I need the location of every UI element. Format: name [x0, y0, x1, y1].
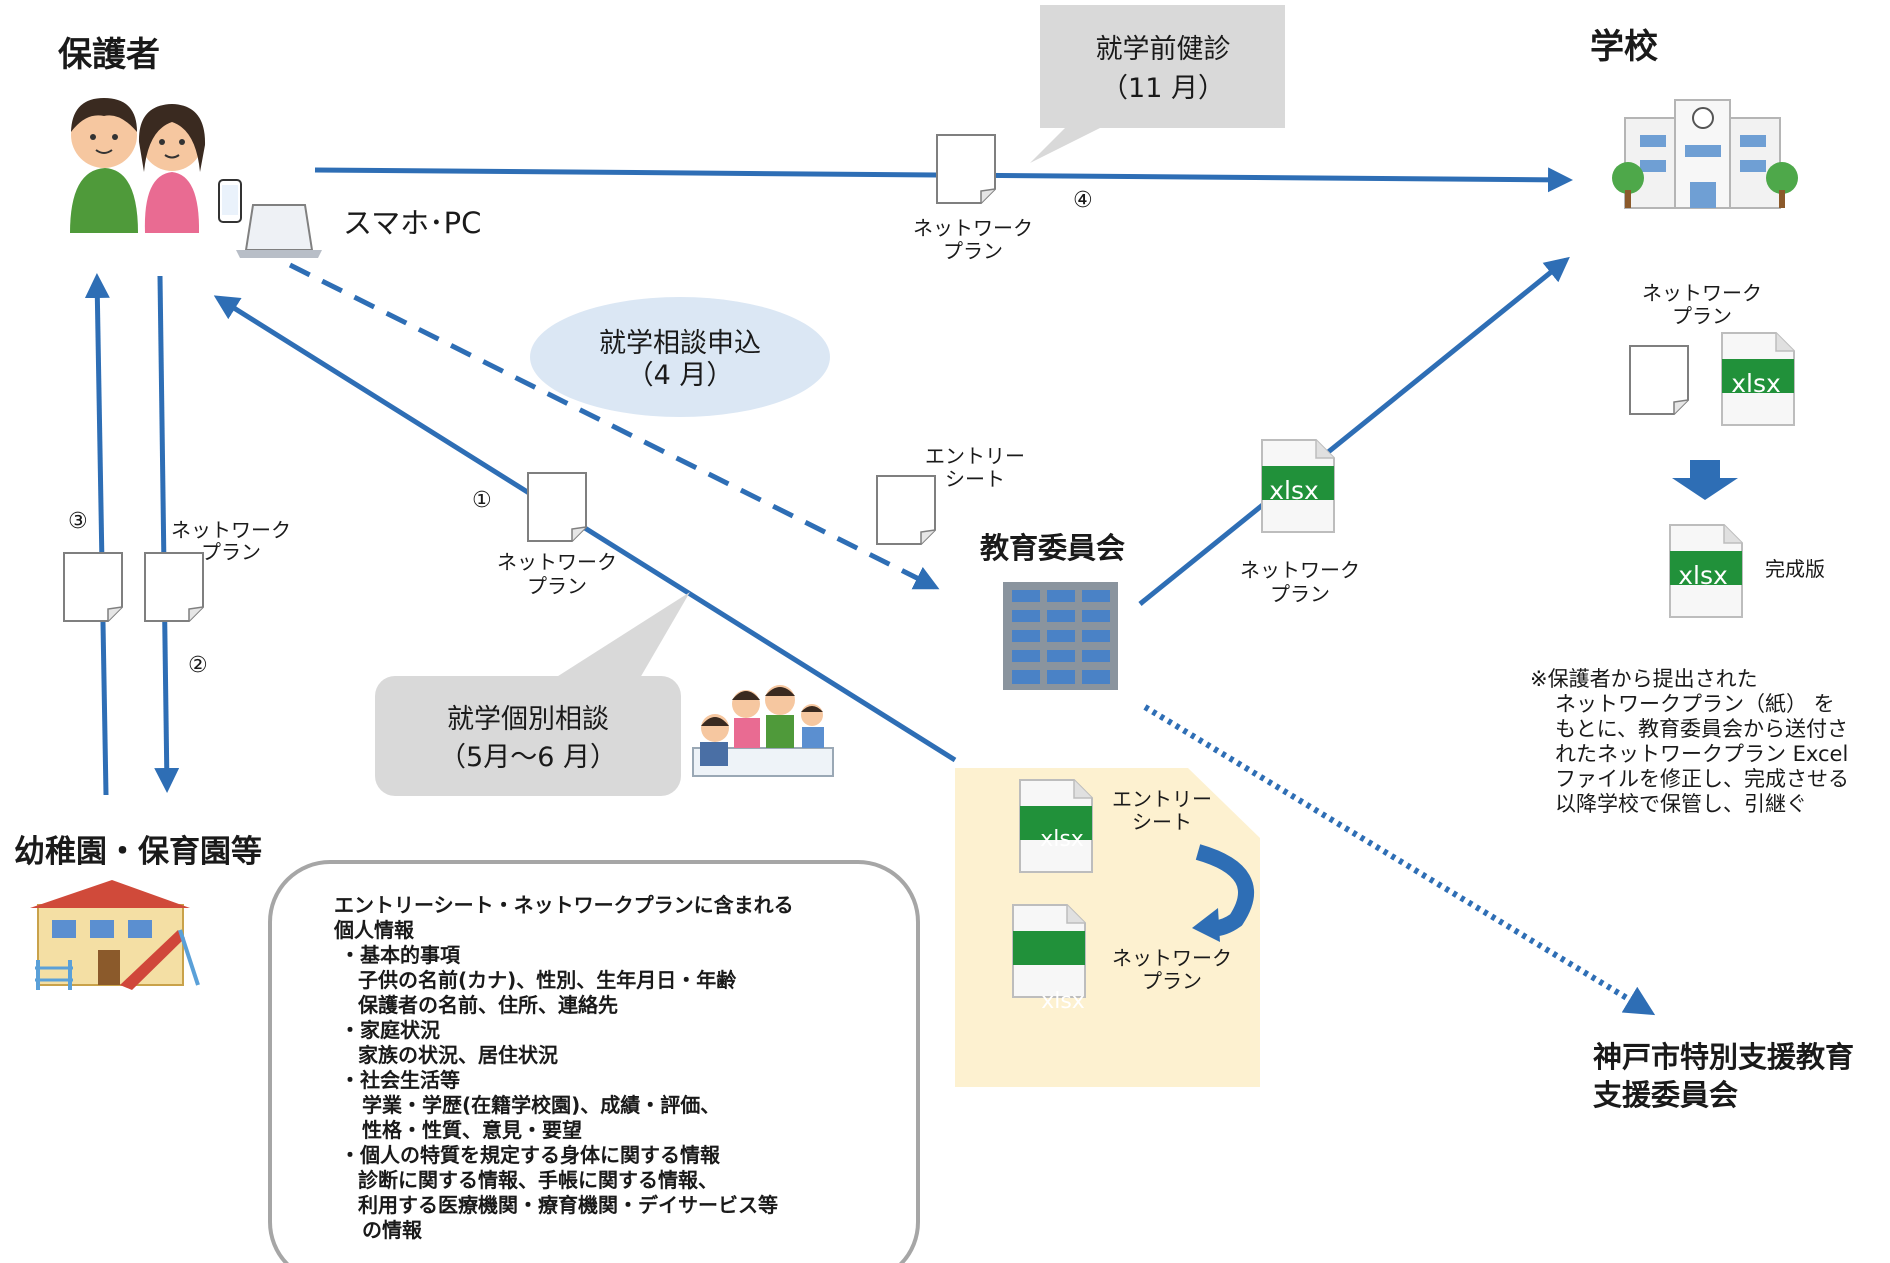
arrow-guardian-to-board-dashed	[288, 262, 940, 590]
network-plan-label-mid-2: プラン	[527, 574, 587, 598]
school-note-line: ファイルを修正し、完成させる	[1555, 767, 1849, 791]
application-month: （4 月）	[627, 360, 734, 391]
xlsx-file-icon: xlsx	[1669, 524, 1743, 618]
board-title: 教育委員会	[980, 531, 1125, 565]
application-ellipse: 就学相談申込 （4 月）	[530, 297, 830, 417]
info-line: ・家庭状況	[340, 1018, 440, 1042]
network-plan-label-school: ネットワーク	[1642, 281, 1762, 305]
info-line: 家族の状況、居住状況	[358, 1043, 558, 1067]
down-arrow-icon	[1672, 460, 1738, 500]
kindergarten-title: 幼稚園・保育園等	[14, 834, 262, 870]
network-plan-label-left-2: プラン	[201, 540, 261, 564]
arrow-kindergarten-to-guardian	[84, 273, 110, 796]
entry-sheet-label-panel-2: シート	[1132, 810, 1192, 834]
step-3-label: ③	[68, 509, 88, 534]
info-line: 利用する医療機関・療育機関・デイサービス等	[358, 1193, 778, 1217]
network-plan-label-top: ネットワーク	[913, 216, 1033, 240]
xlsx-file-icon: xlsx	[1721, 332, 1795, 426]
school-note-line: ネットワークプラン（紙） を	[1555, 692, 1835, 716]
xlsx-label: xlsx	[1040, 827, 1084, 852]
school-note-line: 以降学校で保管し、引継ぐ	[1555, 792, 1807, 816]
school-note-line: もとに、教育委員会から送付さ	[1555, 717, 1848, 741]
support-committee-title-2: 支援委員会	[1593, 1078, 1738, 1112]
consultation-illustration	[692, 685, 834, 777]
xlsx-label: xlsx	[1731, 369, 1781, 398]
health-check-month: （11 月）	[1101, 73, 1225, 104]
network-plan-label-mid: ネットワーク	[497, 550, 617, 574]
info-line: ・個人の特質を規定する身体に関する情報	[340, 1143, 721, 1167]
network-plan-label-panel: ネットワーク	[1112, 946, 1232, 970]
school-title: 学校	[1590, 27, 1658, 67]
info-line: ・基本的事項	[340, 943, 461, 967]
curved-arrow-icon	[1192, 844, 1254, 942]
step-2-label: ②	[188, 653, 208, 678]
network-plan-label-right: ネットワーク	[1240, 558, 1360, 582]
info-line: エントリーシート・ネットワークプランに含まれる	[334, 893, 794, 917]
document-icon	[936, 134, 996, 204]
support-committee-title: 神戸市特別支援教育	[1593, 1040, 1854, 1074]
network-plan-label-right-2: プラン	[1270, 582, 1330, 606]
info-line: 性格・性質、意見・要望	[362, 1118, 582, 1142]
info-line: の情報	[362, 1218, 423, 1242]
device-label: スマホ･PC	[343, 206, 481, 240]
school-note: ※保護者から提出された ネットワークプラン（紙） を もとに、教育委員会から送付…	[1530, 667, 1849, 816]
consultation-title: 就学個別相談	[447, 704, 609, 735]
document-icon	[876, 475, 936, 545]
consultation-callout: 就学個別相談 （5月～6 月）	[375, 592, 690, 796]
health-check-callout: 就学前健診 （11 月）	[1030, 5, 1285, 163]
network-plan-label-top-2: プラン	[943, 239, 1003, 263]
info-line: ・社会生活等	[340, 1068, 460, 1092]
arrow-board-to-school	[1138, 256, 1570, 606]
xlsx-file-icon: xlsx	[1019, 779, 1093, 873]
final-version-label: 完成版	[1765, 557, 1825, 581]
info-line: 保護者の名前、住所、連絡先	[357, 993, 618, 1017]
info-line: 診断に関する情報、手帳に関する情報、	[358, 1168, 718, 1192]
xlsx-label: xlsx	[1678, 561, 1728, 590]
arrow-guardian-to-kindergarten	[154, 275, 180, 793]
step-1-label: ①	[472, 488, 492, 513]
kindergarten-icon	[30, 880, 200, 990]
smartphone-icon	[218, 179, 242, 223]
network-plan-label-school-2: プラン	[1672, 304, 1732, 328]
xlsx-file-icon: xlsx	[1261, 439, 1335, 533]
xlsx-label: xlsx	[1041, 989, 1085, 1014]
network-plan-label-left: ネットワーク	[171, 518, 291, 542]
parents-illustration	[70, 98, 206, 233]
guardian-title: 保護者	[58, 35, 160, 75]
document-icon	[1629, 345, 1689, 415]
info-line: 個人情報	[333, 918, 415, 942]
laptop-icon	[236, 204, 322, 258]
info-line: 学業・学歴(在籍学校園)、成績・評価、	[362, 1093, 720, 1117]
document-icon	[144, 552, 204, 622]
school-building-icon	[1612, 99, 1798, 209]
application-title: 就学相談申込	[599, 328, 761, 359]
files-sent-panel: xlsx エントリー シート xlsx ネットワーク プラン	[955, 768, 1260, 1087]
health-check-title: 就学前健診	[1096, 34, 1231, 65]
personal-info-box: エントリーシート・ネットワークプランに含まれる 個人情報 ・基本的事項 子供の名…	[268, 860, 920, 1263]
arrow-board-to-guardian	[213, 295, 957, 763]
document-icon	[527, 472, 587, 542]
xlsx-label: xlsx	[1269, 476, 1319, 505]
network-plan-label-panel-2: プラン	[1142, 969, 1202, 993]
document-icon	[63, 552, 123, 622]
office-building-icon	[1003, 582, 1118, 690]
xlsx-file-icon: xlsx	[1012, 904, 1086, 1014]
consultation-month: （5月～6 月）	[439, 742, 617, 773]
school-note-line: れたネットワークプラン Excel	[1555, 742, 1848, 766]
info-line: 子供の名前(カナ)、性別、生年月日・年齢	[358, 968, 737, 992]
school-note-line: ※保護者から提出された	[1530, 667, 1758, 691]
entry-sheet-label-panel: エントリー	[1112, 787, 1212, 811]
step-4-label: ④	[1073, 188, 1093, 213]
entry-sheet-label-mid: エントリー	[925, 444, 1025, 468]
entry-sheet-label-mid-2: シート	[945, 467, 1005, 491]
